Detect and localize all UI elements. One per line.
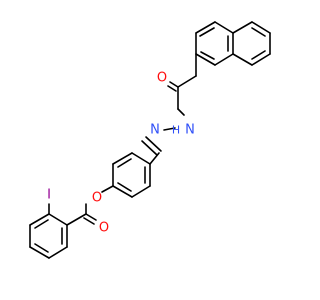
bond	[131, 185, 151, 198]
bond	[112, 152, 133, 165]
bond	[177, 108, 185, 116]
bond	[29, 213, 50, 226]
atom-label-nitrogen: N	[185, 123, 195, 138]
molecule-structure: O H N N O I O	[0, 0, 300, 300]
bond	[83, 217, 95, 225]
atom-labels: O H N N O I O	[47, 71, 195, 236]
bond-inner	[34, 243, 49, 253]
bond	[251, 21, 271, 34]
bond-inner	[34, 219, 49, 229]
atom-label-oxygen: O	[157, 71, 167, 86]
background	[0, 0, 300, 300]
bonds	[29, 21, 271, 259]
bond	[66, 213, 87, 226]
bond-inner	[200, 51, 215, 60]
atom-label-iodine: I	[47, 188, 51, 203]
atom-label-oxygen: O	[92, 191, 102, 206]
bond	[145, 136, 162, 152]
bond-inner	[117, 158, 132, 168]
bond	[163, 127, 176, 131]
bond-inner	[251, 27, 266, 37]
bond-inner	[199, 27, 215, 37]
bond	[48, 246, 68, 259]
bond	[101, 185, 114, 193]
bond	[169, 81, 179, 88]
bond-inner	[251, 50, 266, 60]
atom-label-nitrogen: N	[150, 123, 160, 138]
bond	[177, 75, 197, 88]
bond	[214, 21, 234, 34]
bond	[195, 21, 216, 34]
structure-canvas: O H N N O I O	[0, 0, 300, 300]
bond	[195, 53, 216, 66]
bond	[232, 21, 253, 34]
bond-inner	[117, 182, 132, 192]
bond	[112, 185, 133, 198]
bond	[251, 53, 271, 66]
bond	[141, 140, 158, 156]
atom-label-oxygen: O	[99, 221, 109, 236]
bond	[167, 85, 177, 92]
bond	[85, 213, 97, 221]
bond	[29, 246, 50, 259]
bond	[232, 53, 253, 66]
bond	[131, 152, 151, 165]
bond	[149, 152, 160, 165]
bond	[48, 213, 68, 226]
bond	[214, 53, 234, 66]
atom-label-hydrogen: H	[172, 124, 180, 137]
